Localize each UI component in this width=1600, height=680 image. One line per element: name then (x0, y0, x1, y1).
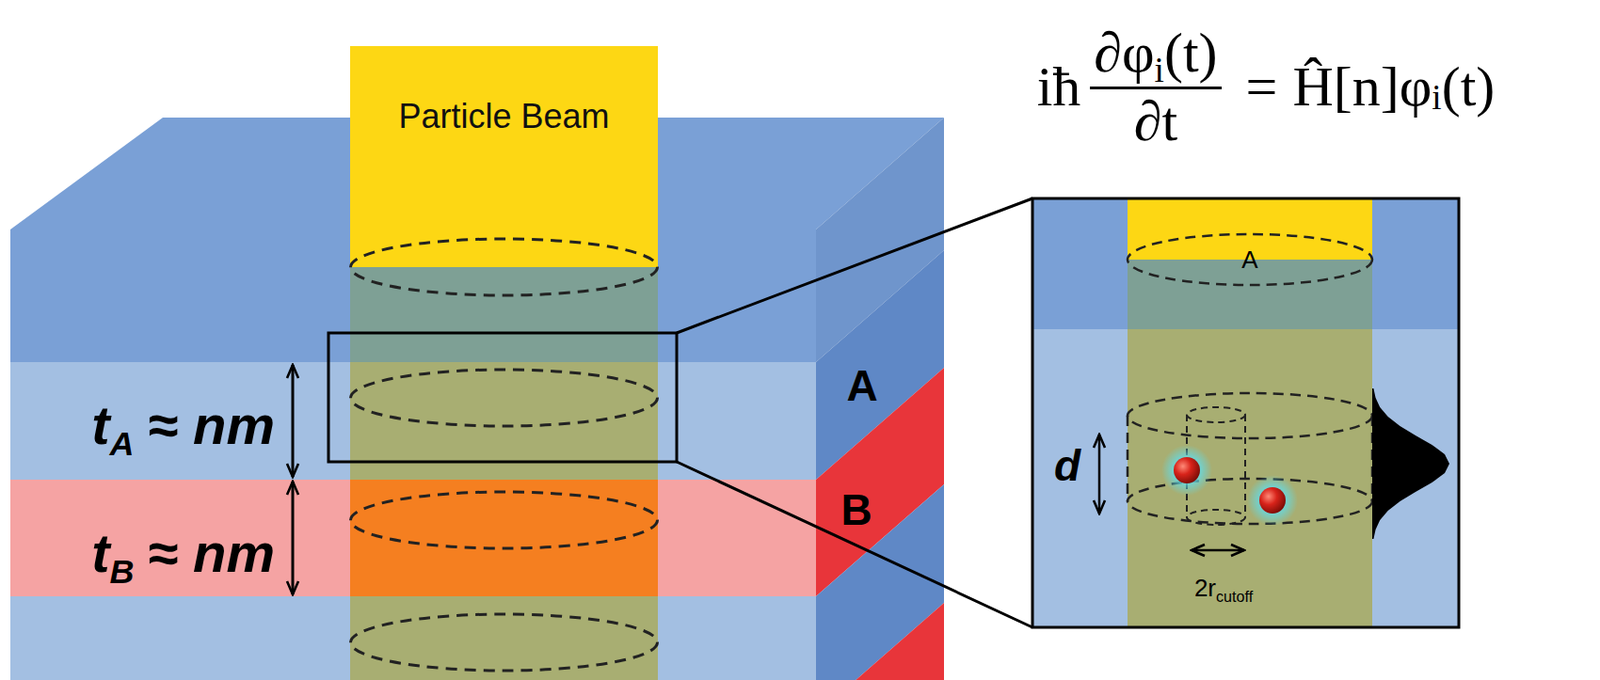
gaussian-profile (1372, 388, 1450, 540)
layer-b-side (816, 603, 944, 680)
layer-label: B (840, 485, 872, 535)
beam-section (1127, 234, 1373, 286)
zoom-box (328, 333, 677, 463)
atom-glow (1247, 475, 1298, 527)
svg-part (351, 239, 658, 672)
equation-term: Ĥ[n]φ (1292, 58, 1432, 115)
cutoff-cylinder (1186, 510, 1246, 526)
dimension-arrow (291, 365, 295, 478)
equation-subscript: i (1431, 80, 1441, 115)
layer-label: A (1241, 245, 1258, 274)
dimension-label: 2rcutoff (1194, 574, 1253, 604)
equation-term: ∂φ (1093, 21, 1154, 84)
layer-label: A (846, 362, 878, 411)
beam-section (351, 614, 658, 672)
equation-term: = (1246, 58, 1279, 115)
equation-subscript: i (1154, 50, 1165, 90)
dimension-label: 2r (1194, 574, 1216, 603)
thickness-label: tB≈ nm (91, 523, 275, 584)
atom-glow (1161, 445, 1213, 496)
svg-part (1127, 234, 1373, 525)
beam-section (351, 492, 658, 549)
cutoff-cylinder (1244, 415, 1247, 518)
equation-term: (t) (1164, 21, 1218, 84)
atom (1259, 487, 1286, 514)
beam-in-slab (350, 267, 658, 363)
dimension-arrow (1098, 434, 1102, 514)
dimension-arrow (291, 481, 295, 595)
particle-beam: Particle Beam (350, 46, 658, 188)
zoom-line (676, 198, 1033, 334)
layer-label: B (840, 486, 872, 535)
dimension-arrow (1191, 549, 1245, 553)
inset-beam (1127, 329, 1373, 628)
inset-ground (1032, 198, 1459, 628)
dimension-subscript: cutoff (1216, 588, 1253, 606)
dimension-label: d (1054, 441, 1081, 491)
beam (350, 46, 658, 268)
fraction-numerator: ∂φi(t) (1089, 24, 1221, 87)
dimension-symbol: t (91, 522, 110, 584)
dimension-value: ≈ nm (147, 394, 275, 456)
thickness-label: tA≈ nm (91, 395, 275, 456)
fraction-denominator: ∂t (1089, 86, 1221, 150)
dimension-value: ≈ nm (147, 522, 275, 584)
equation-term: (t) (1441, 58, 1496, 115)
inset-top (1032, 198, 1459, 330)
beam-label: Particle Beam (398, 96, 609, 137)
layer-b (10, 480, 816, 597)
beam-section (351, 239, 658, 296)
dimension-subscript: B (110, 552, 135, 592)
beam-in-layer-a (350, 596, 658, 680)
equation-term: iħ (1037, 58, 1082, 115)
layer-label: A (846, 361, 878, 411)
dimension-symbol: t (91, 394, 110, 456)
equation: iħ∂φi(t)∂t=Ĥ[n]φi(t) (1037, 24, 1496, 150)
beam-in-layer-b (350, 480, 658, 597)
atom (1173, 457, 1200, 484)
equation-term: ∂t (1134, 90, 1178, 153)
zoom-line (676, 462, 1033, 628)
dimension-subscript: A (110, 424, 135, 464)
beam-section (351, 369, 658, 427)
fraction: ∂φi(t)∂t (1089, 24, 1221, 150)
inset-border (1032, 198, 1459, 628)
layer-a (10, 596, 816, 680)
cutoff-cylinder (1186, 407, 1246, 423)
slice-cylinder (1127, 393, 1373, 439)
dimension-label: d (1054, 442, 1081, 491)
slice-cylinder (1126, 416, 1130, 502)
layer-label: A (1241, 245, 1258, 275)
